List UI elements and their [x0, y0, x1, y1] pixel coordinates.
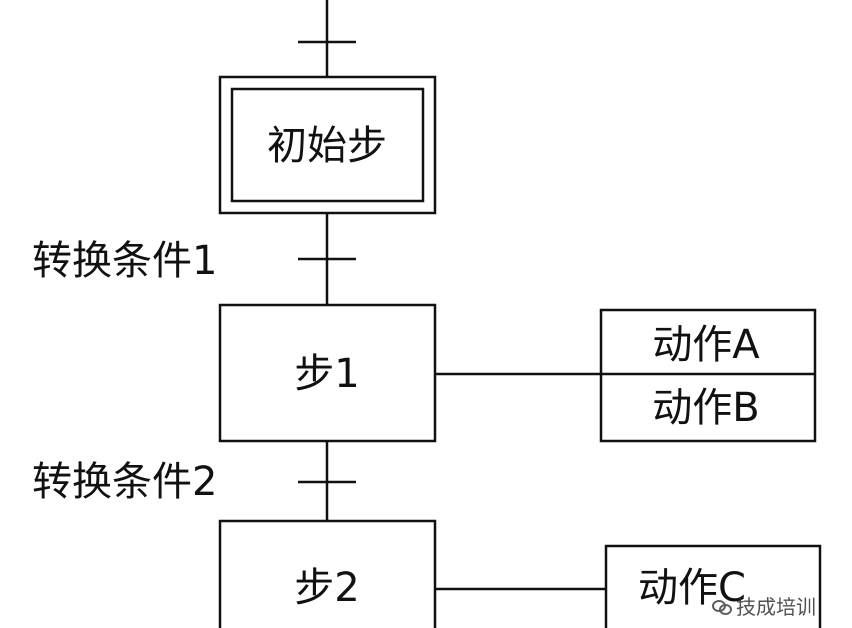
watermark-text: 技成培训 — [736, 595, 816, 619]
action-block-ab — [599, 308, 817, 443]
watermark: 技成培训 — [712, 591, 816, 620]
wechat-icon — [712, 598, 732, 615]
initial-step-label: 初始步 — [267, 123, 387, 169]
action-c-label: 动作C — [638, 565, 746, 611]
initial-step-inner-box — [230, 87, 425, 203]
step-2-label: 步2 — [294, 565, 360, 611]
transition-2-label: 转换条件2 — [32, 459, 218, 505]
step-2-box — [218, 519, 437, 628]
action-a-label: 动作A — [652, 322, 760, 368]
transition-1-label: 转换条件1 — [32, 238, 218, 284]
step-1-label: 步1 — [294, 351, 360, 397]
action-b-label: 动作B — [652, 385, 760, 431]
action-block-c — [604, 544, 822, 628]
